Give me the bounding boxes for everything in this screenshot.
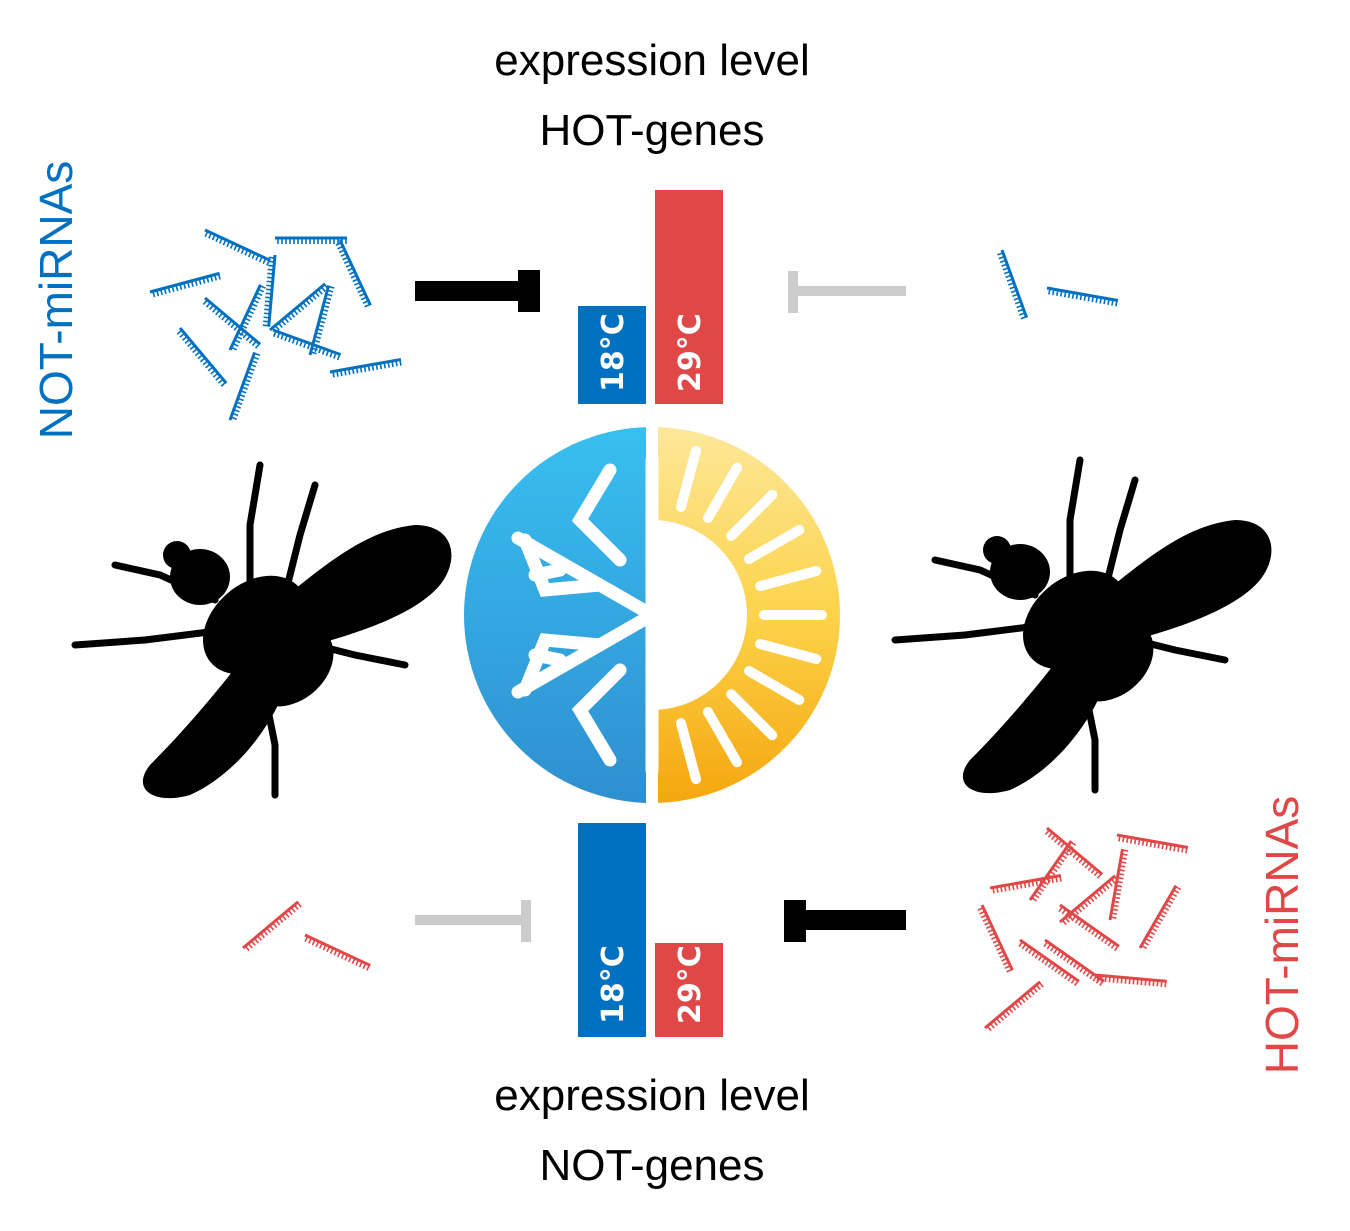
sun-ray — [755, 638, 822, 664]
mirna-icon — [275, 236, 347, 244]
mirna-icon — [242, 900, 302, 952]
not-mirnas-few — [997, 249, 1119, 320]
mirna-icon — [989, 874, 1062, 894]
sun-ray — [703, 706, 742, 768]
mirna-icon — [1138, 884, 1182, 950]
mirna-icon — [997, 249, 1029, 320]
fly-icon-right — [895, 460, 1271, 793]
fly-icon-left — [75, 465, 451, 798]
mirna-icon — [204, 228, 271, 266]
mirna-icon — [308, 285, 335, 356]
sun-ray — [743, 666, 805, 705]
bottom-bar-chart: 18°C 29°C — [578, 823, 723, 1037]
mirna-icon — [335, 239, 372, 308]
bottom-title-line2: NOT-genes — [540, 1141, 765, 1190]
bottom-bar-29c — [655, 943, 723, 1037]
inhibition-arrow-icon-bottom-right — [784, 900, 906, 942]
not-mirnas-cluster — [149, 228, 402, 421]
sun-ray — [726, 689, 778, 741]
mirna-icon — [1044, 826, 1104, 879]
mirna-icon — [1058, 903, 1120, 952]
mirna-icon — [984, 980, 1044, 1032]
mirna-icon — [272, 328, 342, 361]
inhibition-arrow-icon-bottom-left — [415, 900, 531, 942]
sun-ray — [675, 445, 701, 512]
sun-ray — [726, 489, 778, 541]
mirna-icon — [228, 351, 261, 421]
hot-mirnas-few — [242, 900, 371, 971]
mirna-icon — [269, 282, 329, 334]
inhibition-arrow-icon-top-left — [415, 270, 540, 312]
top-bar-29c — [655, 190, 723, 404]
mirna-icon — [329, 358, 402, 378]
not-mirnas-label: NOT-miRNAs — [30, 161, 82, 440]
mirna-icon — [977, 904, 1014, 973]
top-bar-29c-label: 29°C — [673, 313, 708, 392]
mirna-icon — [149, 271, 221, 298]
mirna-icon — [1028, 840, 1077, 902]
top-bar-18c-label: 18°C — [596, 313, 631, 392]
top-bar-18c — [578, 306, 646, 404]
top-title-line2: HOT-genes — [540, 106, 765, 155]
sun-ray — [703, 462, 742, 524]
sun-ray — [675, 718, 701, 785]
bottom-bar-29c-label: 29°C — [673, 945, 708, 1024]
bottom-bar-18c — [578, 823, 646, 1037]
mirna-icon — [1043, 938, 1105, 987]
sun-ray — [743, 525, 805, 564]
temperature-icon — [464, 427, 840, 803]
mirna-icon — [1046, 286, 1119, 307]
inhibition-arrow-icon-top-right — [788, 271, 906, 313]
mirna-icon — [176, 327, 228, 387]
top-title-line1: expression level — [494, 36, 810, 85]
bottom-title-line1: expression level — [494, 1071, 810, 1120]
sun-ray — [755, 566, 822, 592]
hot-mirnas-cluster — [977, 826, 1189, 1032]
mirna-icon — [202, 296, 262, 349]
bottom-bar-18c-label: 18°C — [596, 945, 631, 1024]
top-bar-chart: 18°C 29°C — [578, 190, 723, 404]
mirna-icon — [304, 933, 371, 971]
mirna-icon — [1018, 938, 1080, 987]
mirna-icon — [262, 254, 277, 327]
mirna-icon — [228, 284, 266, 351]
mirna-icon — [1116, 833, 1189, 854]
mirna-icon — [1094, 973, 1167, 988]
hot-mirnas-label: HOT-miRNAs — [1256, 796, 1308, 1075]
mirna-icon — [1059, 874, 1119, 926]
mirna-icon — [1108, 848, 1129, 921]
